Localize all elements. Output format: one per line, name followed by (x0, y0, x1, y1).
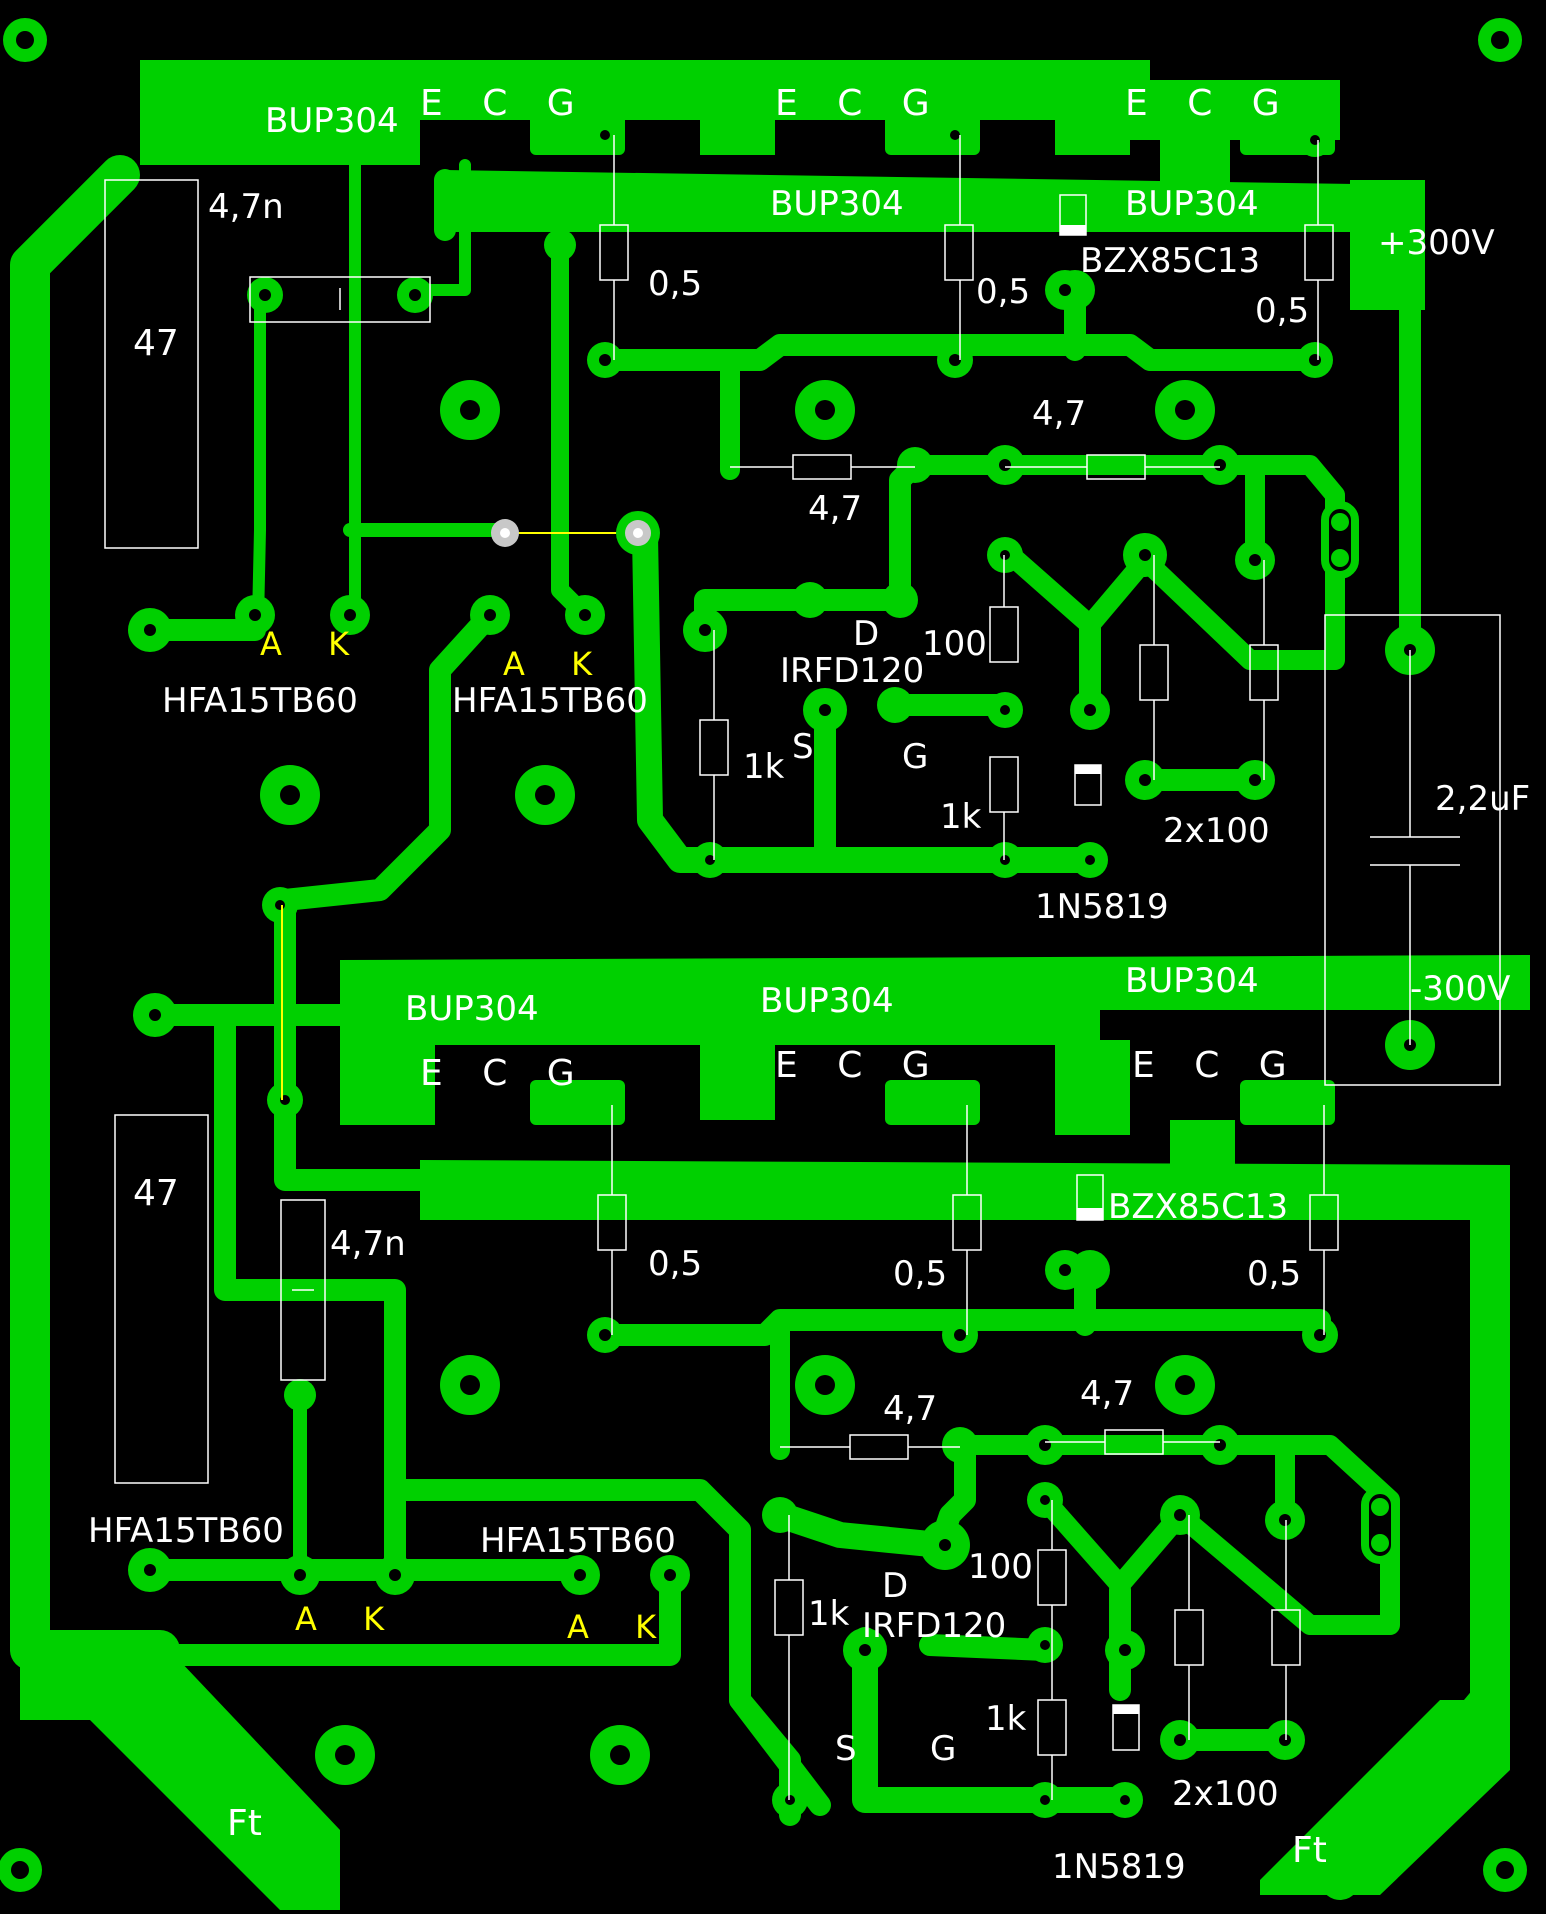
label-cap-bot: 4,7n (330, 1224, 406, 1264)
label-schottky-top: 1N5819 (1035, 887, 1169, 927)
label-ak-br: A K (567, 1608, 674, 1646)
label-d-bot: D (882, 1566, 908, 1606)
label-ecg-bot-3: E C G (1132, 1045, 1301, 1086)
label-s-bot: S (835, 1729, 857, 1769)
label-r1k-top-b: 1k (940, 797, 982, 837)
label-transistor-bot-left: BUP304 (405, 989, 539, 1029)
label-transistor-top-left: BUP304 (265, 101, 399, 141)
label-diode-bl: HFA15TB60 (88, 1511, 284, 1551)
label-diode-tr: HFA15TB60 (452, 681, 648, 721)
silkscreen-outlines (104, 135, 1501, 1800)
copper-layer (10, 60, 1530, 1910)
label-gate-res-b2: 4,7 (1080, 1374, 1134, 1414)
label-mosfet-bot: IRFD120 (862, 1606, 1006, 1646)
pads-layer (0, 18, 1527, 1892)
label-ak-tr: A K (503, 645, 610, 683)
label-g-top: G (902, 737, 928, 777)
label-transistor-bot-right: BUP304 (1125, 961, 1259, 1001)
label-minus-300v: -300V (1410, 969, 1510, 1009)
right-bottom-wedge (1260, 1700, 1510, 1895)
label-ak-tl: A K (260, 625, 367, 663)
gate-drive-top (905, 455, 1345, 670)
label-mosfet-top: IRFD120 (780, 651, 924, 691)
label-gate-res-t2: 4,7 (1032, 394, 1086, 434)
label-emitter-res-t3: 0,5 (1255, 291, 1309, 331)
label-schottky-bot: 1N5819 (1052, 1847, 1186, 1887)
label-r100-bot: 100 (968, 1547, 1033, 1587)
label-emitter-res-b3: 0,5 (1247, 1254, 1301, 1294)
label-g-bot: G (930, 1729, 956, 1769)
label-ft-right: Ft (1292, 1830, 1327, 1871)
label-zener-bot: BZX85C13 (1108, 1187, 1288, 1227)
diode-diagonal-trace (274, 604, 501, 1111)
silkscreen-text: BUP304 BUP304 BUP304 BUP304 BUP304 BUP30… (88, 83, 1530, 1887)
label-ak-bl: A K (295, 1600, 402, 1638)
label-res-big-bot: 47 (133, 1173, 179, 1214)
top-power-bus (140, 60, 1425, 310)
label-emitter-res-b2: 0,5 (893, 1254, 947, 1294)
label-gate-res-b1: 4,7 (883, 1389, 937, 1429)
label-r1k-bot-a: 1k (808, 1594, 850, 1634)
component-pads (128, 118, 1435, 1818)
label-r100-top: 100 (922, 624, 987, 664)
label-transistor-top-right: BUP304 (1125, 184, 1259, 224)
mounting-holes-heatsink (260, 380, 1215, 1785)
via-holes (144, 130, 1416, 1805)
label-gate-res-t1: 4,7 (808, 489, 862, 529)
gate-tabs-bottom (530, 1080, 1335, 1125)
label-emitter-res-t2: 0,5 (976, 272, 1030, 312)
label-diode-br: HFA15TB60 (480, 1521, 676, 1561)
mounting-hole-corner (0, 18, 1527, 1892)
label-s-top: S (792, 727, 814, 767)
label-plus-300v: +300V (1378, 223, 1495, 263)
label-ecg-bot-2: E C G (775, 1045, 944, 1086)
label-big-cap: 2,2uF (1435, 779, 1530, 819)
label-r1k-bot-b: 1k (985, 1699, 1027, 1739)
label-emitter-res-t1: 0,5 (648, 264, 702, 304)
label-ft-left: Ft (227, 1803, 262, 1844)
label-ecg-top-2: E C G (775, 83, 944, 124)
label-2x100-bot: 2x100 (1172, 1774, 1279, 1814)
diode-cathode-bands (1060, 225, 1139, 1714)
label-ecg-top-1: E C G (420, 83, 589, 124)
label-transistor-bot-mid: BUP304 (760, 981, 894, 1021)
label-ecg-top-3: E C G (1125, 83, 1294, 124)
left-bottom-wedge (20, 1640, 340, 1910)
label-diode-tl: HFA15TB60 (162, 681, 358, 721)
label-d-top: D (853, 614, 879, 654)
bottom-power-bus (340, 955, 1530, 1220)
label-ecg-bot-1: E C G (420, 1053, 589, 1094)
label-emitter-res-b1: 0,5 (648, 1244, 702, 1284)
label-transistor-top-mid: BUP304 (770, 184, 904, 224)
jumper-wires (281, 511, 660, 1100)
label-cap-top: 4,7n (208, 187, 284, 227)
label-zener-top: BZX85C13 (1080, 241, 1260, 281)
label-2x100-top: 2x100 (1163, 811, 1270, 851)
label-res-big-top: 47 (133, 323, 179, 364)
label-r1k-top-a: 1k (743, 747, 785, 787)
